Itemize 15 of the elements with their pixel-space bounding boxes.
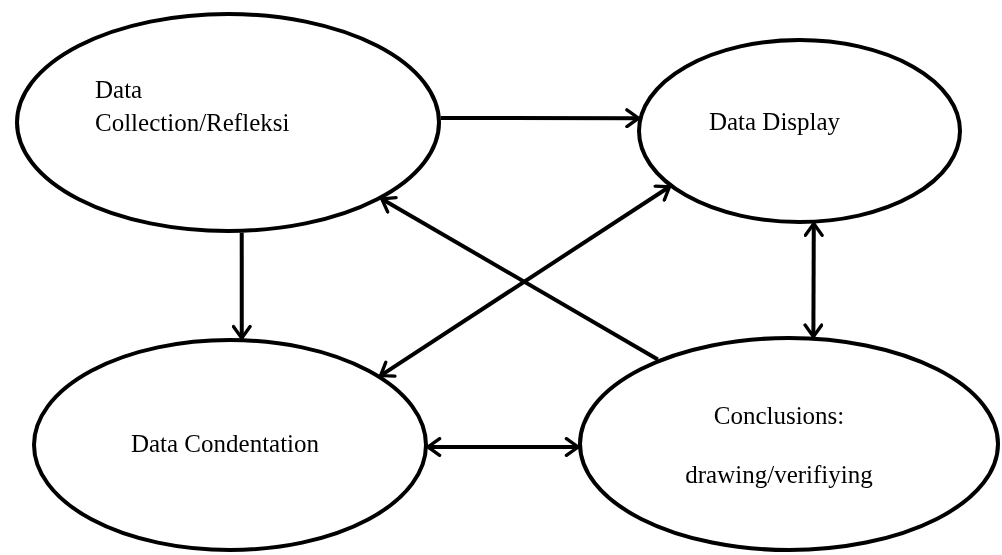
arrow: [378, 184, 672, 378]
arrow: [440, 108, 641, 129]
node-label: Data Condentation: [129, 429, 321, 459]
node-label: Conclusions:: [712, 401, 846, 431]
arrow: [426, 437, 580, 457]
process-ellipse: [15, 12, 441, 233]
arrow: [380, 195, 659, 362]
node-label: Data Collection/Refleksi: [95, 75, 291, 138]
arrow: [803, 221, 824, 339]
process-ellipse: [32, 338, 428, 552]
node-label: drawing/verifiying: [684, 460, 874, 490]
process-ellipse: [637, 38, 962, 224]
arrow: [231, 232, 252, 340]
node-label: Data Display: [707, 107, 842, 137]
process-ellipse: [578, 336, 1000, 552]
